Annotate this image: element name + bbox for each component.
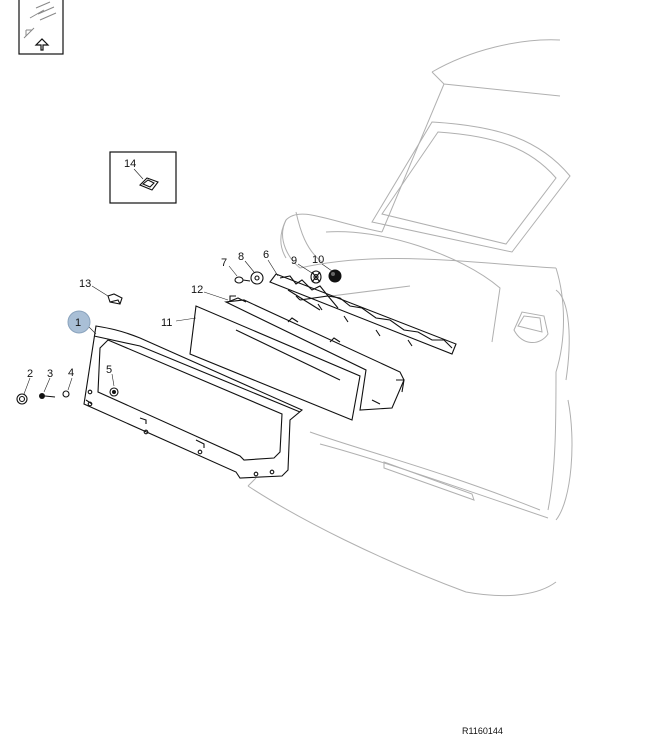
callout-12: 12 <box>191 284 203 296</box>
part-4-nut <box>62 390 70 398</box>
callout-14: 14 <box>124 158 136 170</box>
callout-2: 2 <box>27 368 33 380</box>
callout-8: 8 <box>238 251 244 263</box>
callout-4: 4 <box>68 367 74 379</box>
part-1-trim-panel <box>83 325 304 479</box>
callout-9: 9 <box>291 255 297 267</box>
callout-11: 11 <box>161 317 172 329</box>
callout-1: 1 <box>75 317 81 329</box>
part-10-cap-nut <box>328 269 342 283</box>
part-9-grommet <box>310 270 322 284</box>
callout-1-highlight <box>67 310 91 334</box>
part-3-screw <box>39 393 56 399</box>
part-13-clip <box>107 293 123 305</box>
vehicle-rear-outline <box>247 39 573 597</box>
forward-arrow-icon <box>23 1 57 51</box>
callout-7: 7 <box>221 257 227 269</box>
part-7-screw <box>234 276 251 284</box>
leader-lines <box>23 259 333 395</box>
callout-labels: 1 2 3 4 5 6 7 8 9 10 11 12 13 14 <box>27 158 324 380</box>
callout-5: 5 <box>106 364 112 376</box>
callout-6: 6 <box>263 249 269 261</box>
part-6-bracket-rail <box>269 273 457 355</box>
callout-3: 3 <box>47 368 53 380</box>
callout-10: 10 <box>312 254 324 266</box>
orientation-box <box>18 0 64 55</box>
reference-code: R1160144 <box>462 726 503 736</box>
part-11-panel <box>189 295 405 421</box>
callout-13: 13 <box>79 278 91 290</box>
part-2-cap <box>16 393 28 405</box>
inset-box-part-14 <box>109 151 177 204</box>
part-8-washer <box>250 271 264 285</box>
